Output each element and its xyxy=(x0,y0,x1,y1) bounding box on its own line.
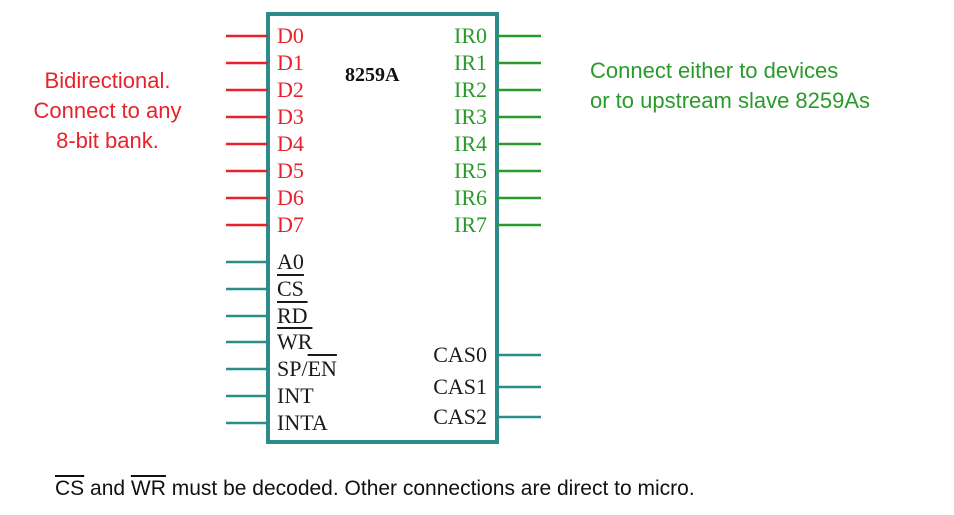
note-line: Bidirectional. xyxy=(44,68,171,93)
footer-rest: must be decoded. Other connections are d… xyxy=(165,477,695,500)
pin-ir2: IR2 xyxy=(454,77,487,102)
pin-d1: D1 xyxy=(277,50,304,75)
footer-cs: CS xyxy=(55,477,85,500)
footer-wr: WR xyxy=(130,477,166,500)
pin-cas0: CAS0 xyxy=(433,342,487,367)
pin-d0: D0 xyxy=(277,23,304,48)
footer-and: and xyxy=(84,477,131,500)
pin-ir5: IR5 xyxy=(454,158,487,183)
note-line: 8-bit bank. xyxy=(56,128,159,153)
pin-ir4: IR4 xyxy=(454,131,487,156)
pin-sp-en: SP/EN xyxy=(277,356,337,382)
pin-cas1: CAS1 xyxy=(433,374,487,399)
chip-body xyxy=(266,12,499,444)
pin-ir0: IR0 xyxy=(454,23,487,48)
pin-ir1: IR1 xyxy=(454,50,487,75)
pin-d3: D3 xyxy=(277,104,304,129)
pin-int: INT xyxy=(277,383,314,408)
footer-note: CS and WR must be decoded. Other connect… xyxy=(55,477,915,501)
pin-sp-label: SP/ xyxy=(277,356,308,381)
pin-ir3: IR3 xyxy=(454,104,487,129)
pin-wr: WR xyxy=(277,329,313,354)
pin-lines xyxy=(226,34,541,425)
pin-ir6: IR6 xyxy=(454,185,487,210)
pin-ir7: IR7 xyxy=(454,212,487,237)
pin-d2: D2 xyxy=(277,77,304,102)
pin-rd: RD xyxy=(277,303,308,328)
pin-d4: D4 xyxy=(277,131,304,156)
note-line: Connect to any xyxy=(33,98,182,123)
note-line: Connect either to devices xyxy=(590,58,839,83)
bidirectional-note: Bidirectional. Connect to any 8-bit bank… xyxy=(10,66,205,156)
pin-d7: D7 xyxy=(277,212,304,237)
pin-cs: CS xyxy=(277,276,304,301)
pin-a0: A0 xyxy=(277,249,304,274)
pin-inta: INTA xyxy=(277,410,328,435)
chip-title: 8259A xyxy=(345,64,400,86)
pin-d5: D5 xyxy=(277,158,304,183)
pin-cas2: CAS2 xyxy=(433,404,487,429)
pin-d6: D6 xyxy=(277,185,304,210)
note-line: or to upstream slave 8259As xyxy=(590,88,871,113)
pin-en-label: EN xyxy=(307,356,337,381)
devices-note: Connect either to devices or to upstream… xyxy=(590,56,870,116)
